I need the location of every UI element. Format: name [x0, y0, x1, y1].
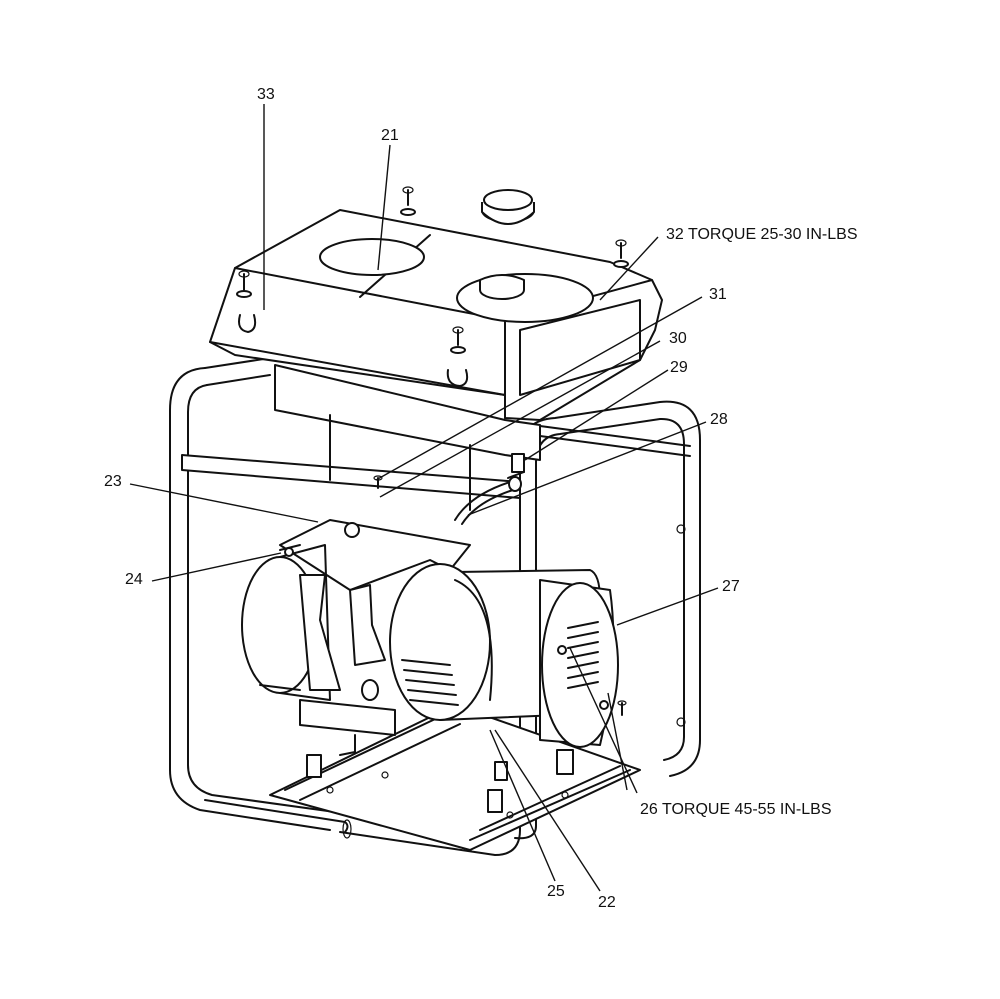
- callout-28: 28: [710, 411, 728, 428]
- callout-31: 31: [709, 286, 727, 303]
- engine: [241, 519, 471, 736]
- callout-21: 21: [381, 127, 399, 144]
- callout-25: 25: [547, 883, 565, 900]
- tank-body: [274, 364, 541, 511]
- frame: [169, 357, 701, 856]
- callout-29: 29: [670, 359, 688, 376]
- callout-26-torque: 26 TORQUE 45-55 IN-LBS: [640, 801, 832, 818]
- callout-30: 30: [669, 330, 687, 347]
- callout-24: 24: [125, 571, 143, 588]
- callout-33: 33: [257, 86, 275, 103]
- leader-lines: [129, 104, 719, 892]
- callout-22: 22: [598, 894, 616, 911]
- fuel-valve-hose: [454, 453, 525, 525]
- fuel-cap: [481, 189, 535, 225]
- fuel-tank-shroud: [209, 209, 663, 421]
- callout-27: 27: [722, 578, 740, 595]
- vibration-mounts: [306, 734, 574, 813]
- callout-32-torque: 32 TORQUE 25-30 IN-LBS: [666, 226, 858, 243]
- screws: [236, 186, 629, 489]
- callout-23: 23: [104, 473, 122, 490]
